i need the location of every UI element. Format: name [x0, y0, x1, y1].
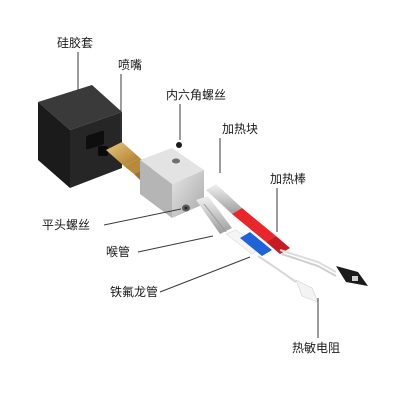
- silicone-sock: [38, 85, 122, 188]
- leader-ptfe-tube: [159, 256, 251, 293]
- heater-block: [140, 148, 204, 218]
- label-ptfe-tube: 铁氟龙管: [110, 285, 159, 299]
- flat-head-screw: [182, 204, 190, 212]
- leader-flat-head-screw: [103, 208, 182, 226]
- label-thermistor: 热敏电阻: [292, 341, 341, 355]
- throat: [196, 196, 232, 234]
- hex-screw: [176, 142, 182, 148]
- label-nozzle: 喷嘴: [118, 58, 143, 72]
- leader-throat: [137, 235, 214, 253]
- label-hex-screw: 内六角螺丝: [166, 88, 227, 102]
- ptfe-tube: [225, 229, 272, 256]
- label-throat: 喉管: [106, 245, 131, 259]
- label-heater-cartridge: 加热棒: [270, 172, 307, 186]
- label-heater-block: 加热块: [222, 122, 259, 136]
- label-flat-head-screw: 平头螺丝: [42, 218, 91, 232]
- heater-cartridge: [206, 184, 368, 286]
- label-silicone-sock: 硅胶套: [57, 36, 94, 50]
